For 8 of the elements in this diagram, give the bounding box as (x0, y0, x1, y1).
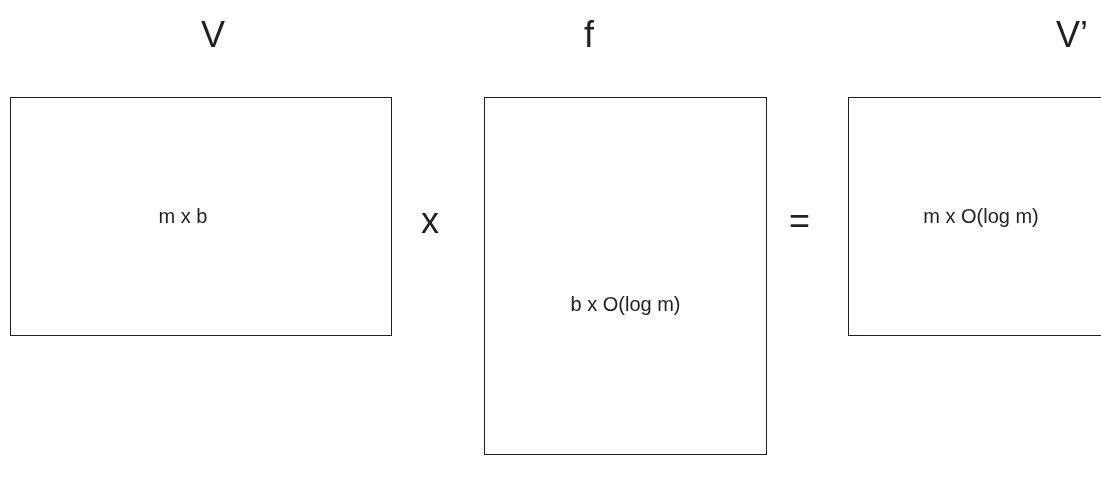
matrix-name: f (584, 17, 594, 53)
matrix-name: V’ (1056, 17, 1088, 53)
matrix-name: V (201, 17, 225, 53)
matrix-dimensions: m x O(log m) (923, 205, 1039, 228)
matrix-dimensions: b x O(log m) (570, 292, 681, 316)
matrix-dimensions: m x b (158, 205, 208, 228)
operator-symbol: x (421, 203, 439, 239)
operator-symbol: = (789, 203, 811, 239)
